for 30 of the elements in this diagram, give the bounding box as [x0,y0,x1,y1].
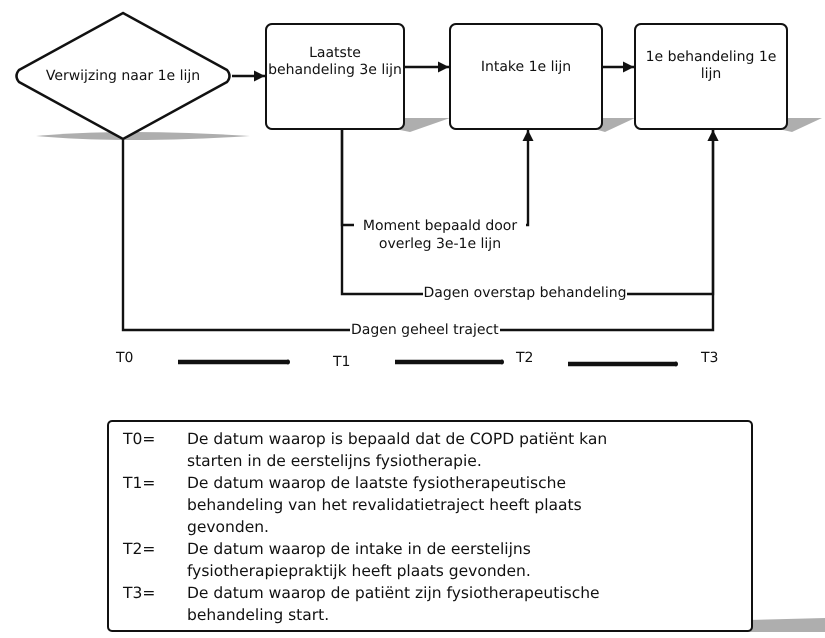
time-label: T2 [516,350,534,367]
edge-label: Dagen overstap behandeling [422,284,628,302]
node-label: Laatste behandeling 3e lijn [267,45,403,80]
term-label: T3= [123,583,156,604]
term-label: T2= [123,539,156,560]
time-label: T3 [701,350,718,367]
node-label: Intake 1e lijn [480,59,572,77]
timeline-bar [178,360,290,364]
definition-text: De datum waarop de intake in de eerstelijns fysiotherapiepraktijk heeft plaats gevonden. [187,539,532,582]
timeline-bar [568,362,678,366]
time-label: T1 [333,354,350,371]
term-label: T1= [123,473,156,494]
node-label: Verwijzing naar 1e lijn [46,68,200,84]
definition-text: De datum waarop is bepaald dat de COPD patiënt kan starten in de eerstelijns fysiotherapie. [187,429,608,472]
decision-diamond [14,12,232,140]
edge-label: Moment bepaald door overleg 3e-1e lijn [354,217,526,253]
timeline-bar [395,360,504,364]
term-label: T0= [123,429,156,450]
time-label: T0 [116,350,134,367]
definition-text: De datum waarop de patiënt zijn fysiotherapeutische behandeling start. [187,583,601,626]
node-label: 1e behandeling 1e lijn [644,49,778,84]
edge-label: Dagen geheel traject [350,321,500,339]
arrow [603,62,634,72]
process-box [449,23,603,130]
arrow [405,62,449,72]
definition-box [107,420,753,632]
process-box [634,23,788,130]
arrow [232,70,265,82]
definition-text: De datum waarop de laatste fysiotherapeutische behandeling van het revalidatietraject heeft plaats gevonden. [187,473,583,538]
process-box [265,23,405,130]
